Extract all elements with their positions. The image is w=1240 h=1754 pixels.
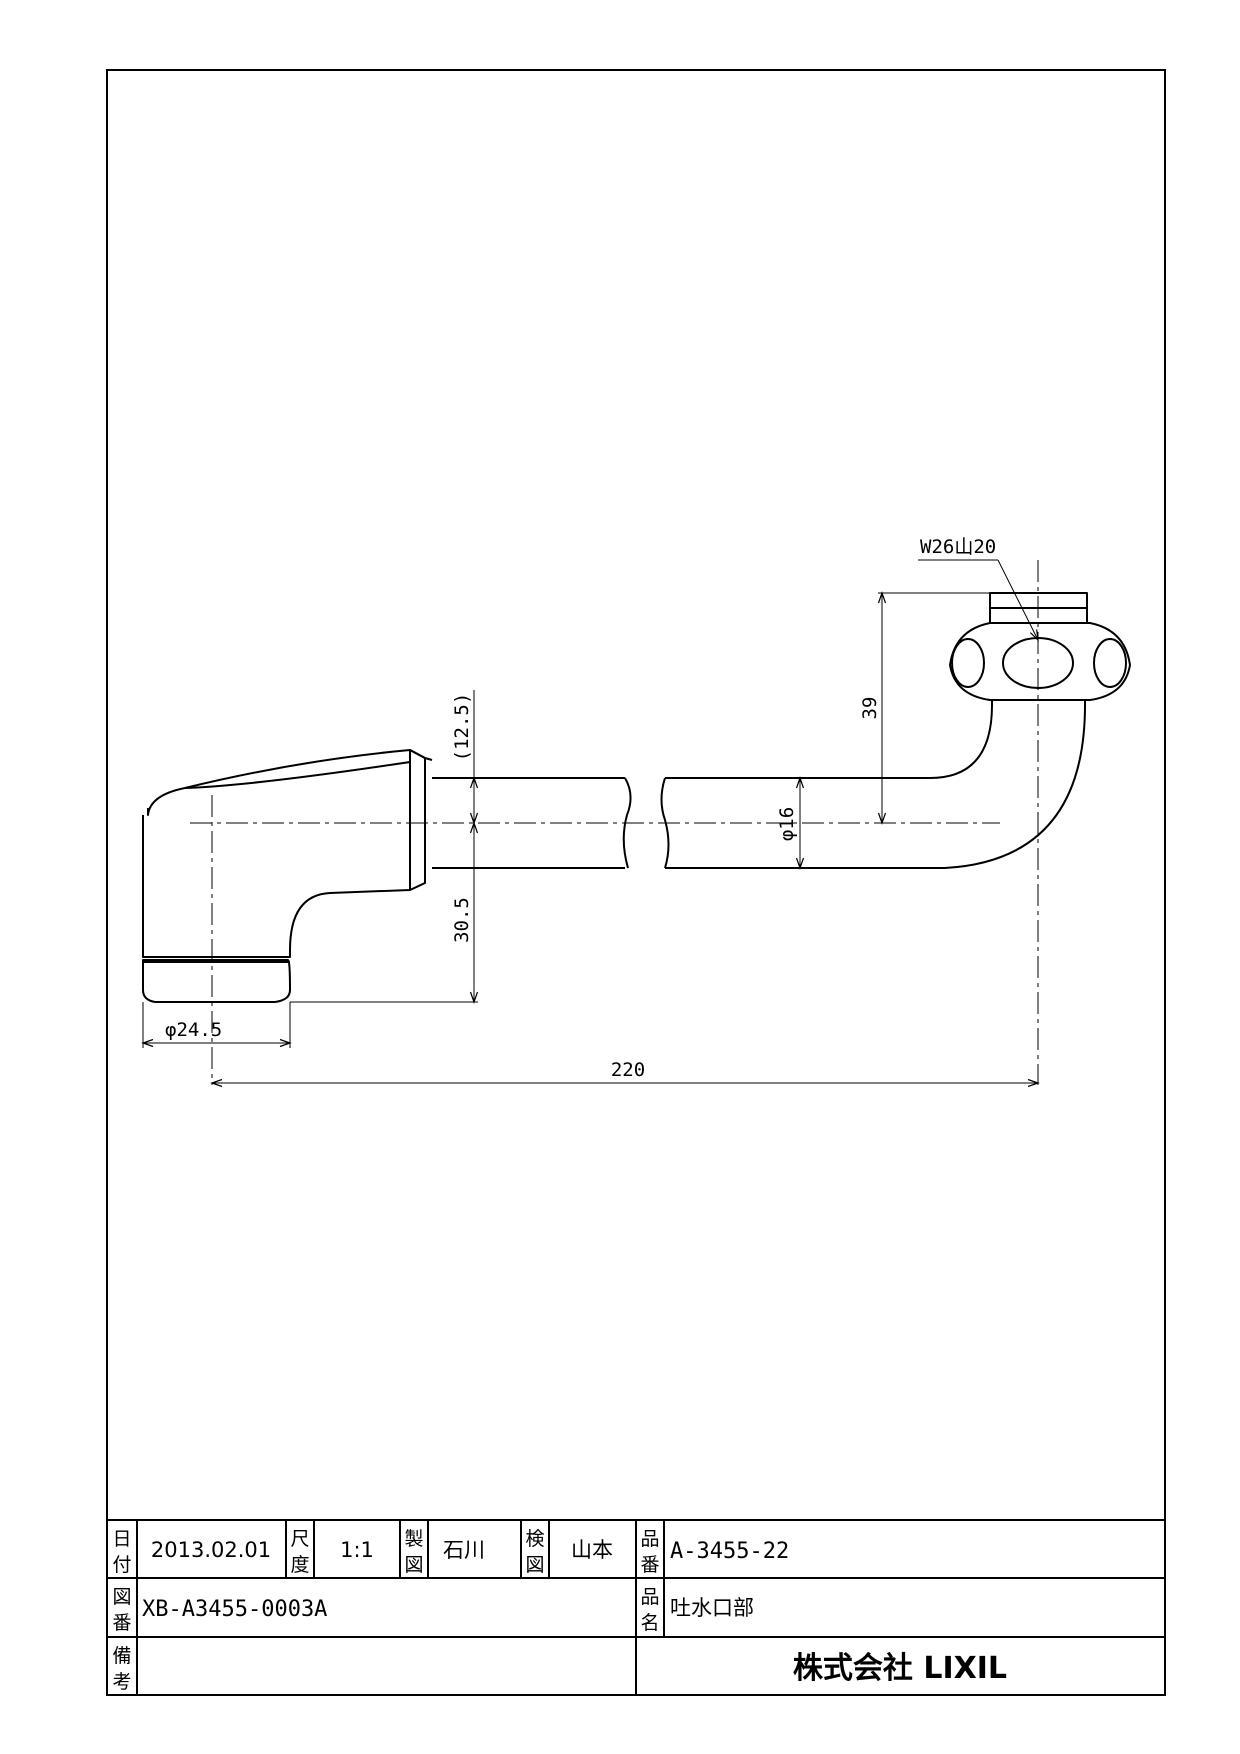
drawn-label-1: 製 [404,1528,423,1550]
center-lines [190,560,1039,1085]
remarks-label-2: 考 [112,1671,131,1693]
company-name: 株式会社 LIXIL [793,1651,1007,1686]
part-name-value: 吐水口部 [670,1596,754,1620]
drawing-frame [106,69,1166,1696]
checked-value: 山本 [571,1538,613,1562]
nut-oval-left [951,638,985,688]
drawing-no-label-1: 図 [112,1586,131,1608]
dim-12-5-label: (12.5) [451,693,473,762]
pipe-right-break [660,777,670,869]
part-no-label-2: 番 [640,1554,659,1576]
title-block [107,1519,1165,1695]
title-block-values: 2013.02.01 1:1 石川 山本 A-3455-22 XB-A3455-… [142,1538,1007,1686]
spout-head-top [409,749,426,759]
dim-phi16-label: φ16 [776,807,798,841]
dim-39-label: 39 [859,697,881,720]
pipe-elbow-inner [929,700,993,779]
nut-oval-right [1093,638,1127,688]
scale-value: 1:1 [340,1538,374,1562]
part-name-label-2: 名 [640,1612,659,1634]
dim-220-label: 220 [611,1059,645,1081]
spout-head-crown [184,761,411,789]
dim-phi24-label: φ24.5 [165,1019,222,1041]
outlet-aerator [142,959,291,1003]
pipe-left-break [622,777,632,869]
part-no-value: A-3455-22 [670,1539,789,1564]
remarks-label-1: 備 [112,1645,131,1667]
dim-thread-label: W26山20 [920,536,996,558]
pipe-elbow-outer [944,700,1086,869]
date-label-2: 付 [112,1554,131,1576]
scale-label-2: 度 [290,1554,309,1576]
checked-label-1: 検 [525,1528,544,1550]
date-value: 2013.02.01 [151,1538,271,1562]
part-name-label-1: 品 [640,1586,659,1608]
thread-leader [997,559,1039,642]
spout-part [142,592,1131,1003]
dimension-lines [141,559,1040,1088]
drawn-label-2: 図 [404,1554,423,1576]
checked-label-2: 図 [525,1554,544,1576]
drawn-value: 石川 [443,1538,485,1562]
scale-label-1: 尺 [290,1528,309,1550]
spout-head-rear-flange [424,757,433,761]
title-block-labels: 日 付 尺 度 製 図 検 図 品 番 図 番 品 名 備 考 [112,1528,659,1693]
dim-30-5-label: 30.5 [451,897,473,943]
drawing-no-label-2: 番 [112,1612,131,1634]
spout-head-outline [142,749,426,958]
part-no-label-1: 品 [640,1528,659,1550]
date-label-1: 日 [112,1528,131,1550]
drawing-no-value: XB-A3455-0003A [142,1597,327,1622]
